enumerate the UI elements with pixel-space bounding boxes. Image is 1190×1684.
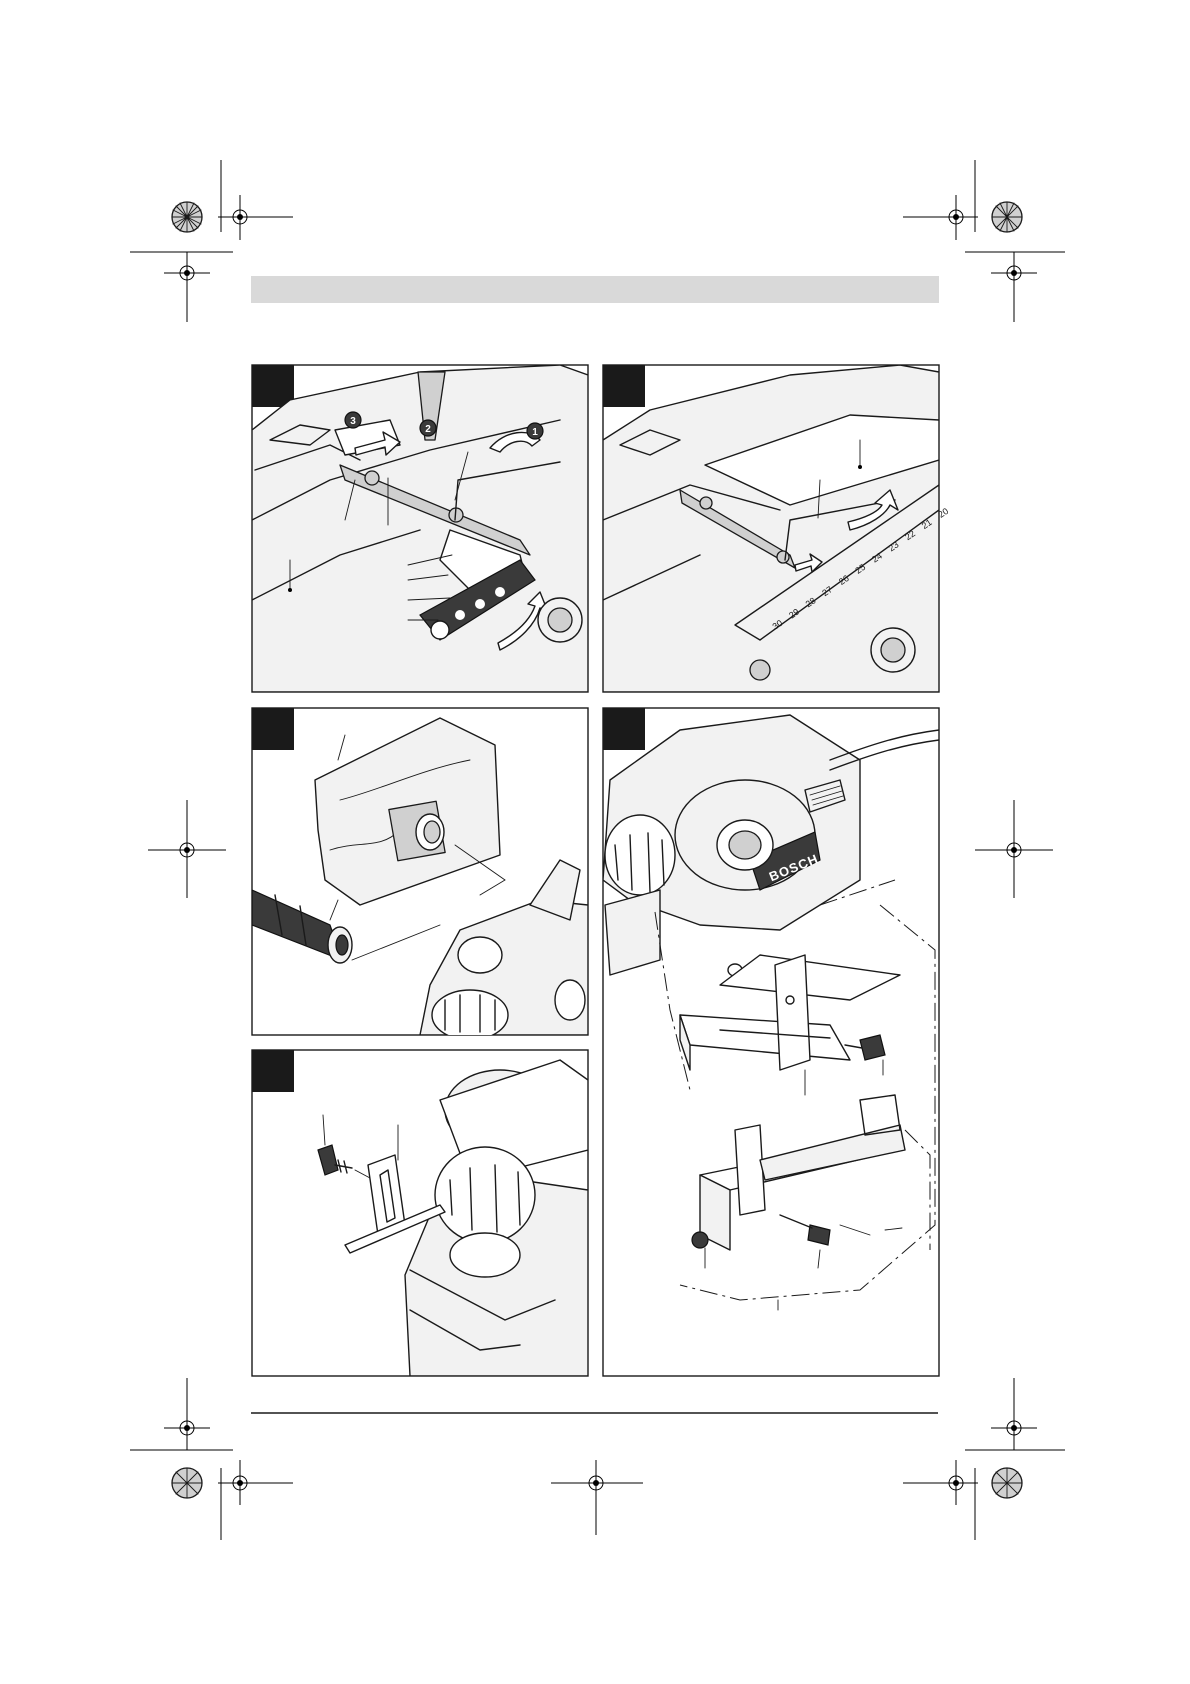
svg-text:3: 3 bbox=[350, 416, 356, 427]
crosshair-icon bbox=[218, 195, 293, 240]
figure-tab bbox=[252, 1050, 294, 1092]
figure-tab bbox=[252, 708, 294, 750]
color-wheel-icon bbox=[172, 1468, 202, 1498]
crosshair-icon bbox=[130, 1378, 233, 1450]
figure-parallel-guide bbox=[252, 1050, 588, 1376]
figure-blade-adjust: 30 29 28 27 26 25 24 23 22 21 20 bbox=[603, 365, 950, 692]
figure-tab bbox=[603, 708, 645, 750]
header-bar bbox=[251, 276, 939, 303]
crosshair-icon bbox=[965, 1378, 1065, 1450]
crosshair-icon bbox=[903, 1460, 978, 1505]
handle-knob bbox=[435, 1147, 535, 1243]
crosshair-icon bbox=[218, 1460, 293, 1505]
figure-dust-bag bbox=[252, 708, 588, 1040]
svg-text:2: 2 bbox=[425, 424, 431, 435]
crosshair-icon bbox=[975, 800, 1053, 898]
figure-tab bbox=[252, 365, 294, 407]
figure-blade-change: 3 2 1 bbox=[252, 365, 588, 692]
color-wheel-icon bbox=[172, 202, 202, 232]
crosshair-icon bbox=[148, 800, 226, 898]
crosshair-icon bbox=[903, 195, 978, 240]
color-wheel-icon bbox=[992, 1468, 1022, 1498]
crosshair-icon bbox=[965, 252, 1065, 322]
color-wheel-icon bbox=[992, 202, 1022, 232]
svg-text:1: 1 bbox=[532, 427, 538, 438]
crosshair-icon bbox=[551, 1460, 643, 1535]
crosshair-icon bbox=[130, 252, 233, 322]
figure-depth-stop: BOSCH bbox=[603, 708, 939, 1376]
figure-tab bbox=[603, 365, 645, 407]
